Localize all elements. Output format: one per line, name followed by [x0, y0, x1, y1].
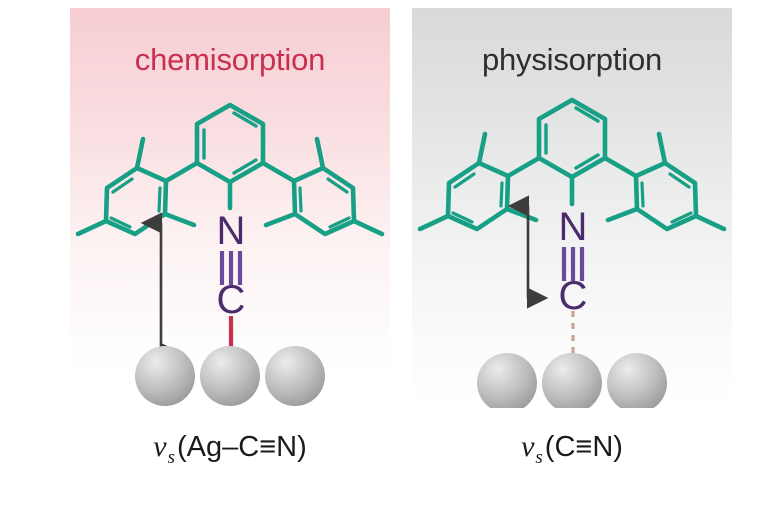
methyl-left-c	[417, 213, 451, 232]
atom-label-carbon: C	[559, 274, 588, 318]
chemisorption-scheme-graphic: N C	[75, 102, 385, 406]
central-benzene-ring	[194, 102, 266, 185]
bond-ring-to-right-mesityl	[602, 155, 639, 179]
methyl-left-a	[476, 131, 488, 166]
silver-atom-2	[542, 353, 602, 408]
methyl-left-a	[134, 136, 146, 171]
triple-bond-chemisorption	[219, 251, 243, 285]
silver-atom-2	[200, 346, 260, 406]
methyl-right-b	[263, 211, 298, 228]
methyl-left-b	[504, 206, 539, 223]
atom-label-nitrogen: N	[559, 205, 588, 249]
right-mesityl-group	[605, 131, 727, 232]
panel-title-chemisorption: chemisorption	[134, 42, 326, 77]
caption-nu-symbol: ν	[521, 430, 535, 463]
caption-chemisorption: νs(Ag–C≡N)	[70, 430, 390, 469]
caption-physisorption: νs(C≡N)	[412, 430, 732, 469]
caption-body: (C≡N)	[544, 431, 623, 463]
methyl-right-c	[693, 213, 727, 232]
caption-subscript: s	[535, 447, 543, 469]
atom-label-carbon: C	[217, 278, 246, 322]
methyl-right-a	[314, 136, 326, 171]
silver-atom-3	[607, 353, 667, 408]
panel-physisorption: physisorption	[412, 8, 732, 408]
central-benzene-ring	[536, 97, 608, 180]
methyl-right-c	[351, 218, 385, 237]
methyl-right-b	[605, 206, 640, 223]
methyl-right-a	[656, 131, 668, 166]
panel-title-physisorption: physisorption	[481, 42, 663, 77]
bond-ring-to-right-mesityl	[260, 160, 297, 184]
methyl-left-b	[162, 211, 197, 228]
right-mesityl-group	[263, 136, 385, 237]
caption-subscript: s	[167, 447, 175, 469]
physisorption-scheme-graphic: N C	[417, 97, 727, 408]
silver-atom-1	[135, 346, 195, 406]
bond-ring-to-left-mesityl	[163, 160, 200, 184]
caption-body: (Ag–C≡N)	[177, 431, 307, 463]
panel-chemisorption: chemisorption	[70, 8, 390, 408]
triple-bond-physisorption	[561, 247, 585, 281]
methyl-left-c	[75, 218, 109, 237]
left-mesityl-group	[75, 136, 197, 237]
silver-surface-physisorption	[477, 353, 667, 408]
silver-atom-1	[477, 353, 537, 408]
silver-surface-chemisorption	[135, 346, 325, 406]
left-mesityl-group	[417, 131, 539, 232]
silver-atom-3	[265, 346, 325, 406]
bond-ring-to-left-mesityl	[505, 155, 542, 179]
atom-label-nitrogen: N	[217, 209, 246, 253]
caption-nu-symbol: ν	[153, 430, 167, 463]
